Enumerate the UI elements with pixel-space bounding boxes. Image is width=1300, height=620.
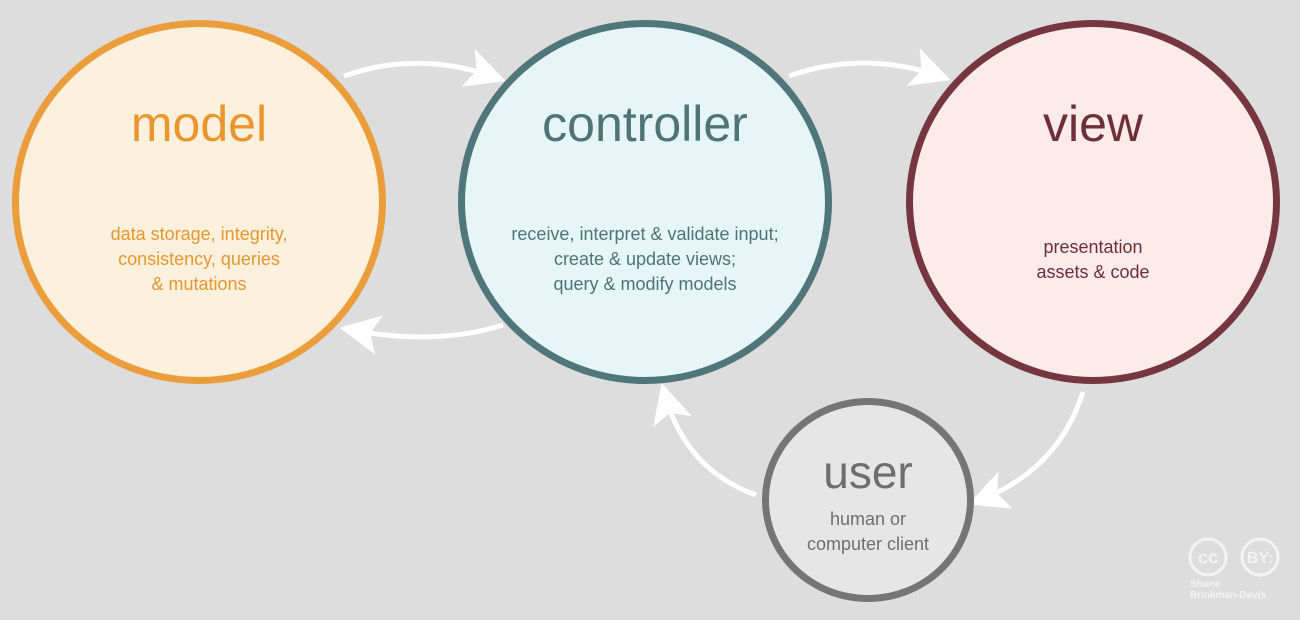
view-node: view presentation assets & code	[906, 20, 1280, 384]
arrow-model-to-controller	[343, 48, 506, 87]
arrow-controller-to-model	[339, 315, 504, 355]
controller-desc-line: create & update views;	[553, 249, 737, 269]
author-line: Brinkman-Davis	[1190, 590, 1267, 601]
user-node: user human or computer client	[762, 398, 974, 602]
view-desc-line: presentation	[1043, 237, 1143, 257]
model-desc-line: data storage, integrity,	[110, 224, 288, 244]
controller-desc-line: query & modify models	[553, 274, 737, 294]
model-title: model	[130, 96, 268, 152]
controller-node: controller receive, interpret & validate…	[458, 20, 832, 384]
view-description: presentation assets & code	[913, 235, 1273, 285]
controller-description: receive, interpret & validate input; cre…	[465, 222, 825, 297]
arrow-user-to-controller	[653, 382, 757, 498]
user-desc-line: human or	[829, 509, 907, 529]
license-author: Shane Brinkman-Davis	[1190, 579, 1266, 601]
arrow-view-to-user	[968, 391, 1086, 509]
view-title: view	[1042, 96, 1144, 152]
user-title: user	[823, 446, 913, 498]
arrow-controller-to-view	[788, 48, 951, 86]
cc-text: cc	[1198, 548, 1218, 568]
author-line: Shane	[1190, 579, 1221, 590]
controller-desc-line: receive, interpret & validate input;	[511, 224, 779, 244]
model-description: data storage, integrity, consistency, qu…	[19, 222, 379, 297]
view-desc-line: assets & code	[1036, 262, 1150, 282]
model-node: model data storage, integrity, consisten…	[12, 20, 386, 384]
cc-icon: cc	[1188, 537, 1228, 577]
model-desc-line: consistency, queries	[118, 249, 280, 269]
user-desc-line: computer client	[806, 534, 930, 554]
user-description: human or computer client	[769, 507, 967, 557]
license-badge: cc BY: Shane Brinkman-Davis	[1186, 536, 1286, 610]
by-text: BY:	[1247, 550, 1273, 567]
model-desc-line: & mutations	[151, 274, 247, 294]
by-icon: BY:	[1240, 537, 1280, 577]
controller-title: controller	[542, 96, 748, 152]
